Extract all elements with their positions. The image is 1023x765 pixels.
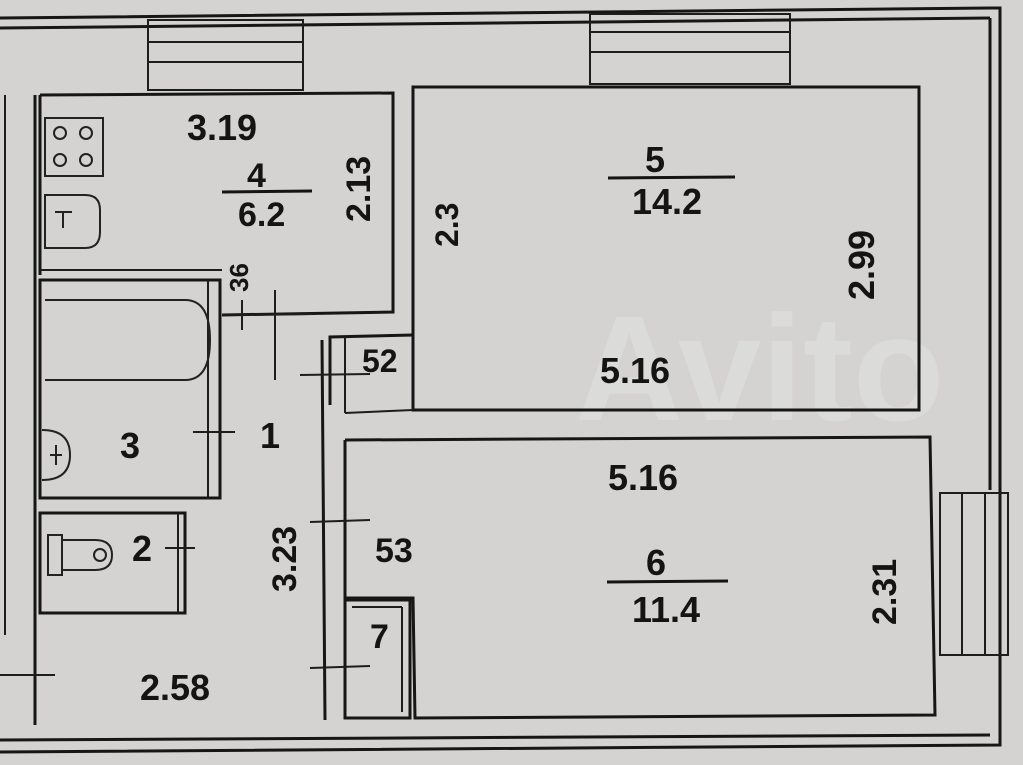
room-1-number: 1 — [260, 415, 280, 456]
room5-depth-right-label: 2.99 — [841, 230, 882, 300]
room-5-area: 14.2 — [632, 181, 702, 222]
room-3-number: 3 — [120, 425, 140, 466]
door-ticks — [0, 290, 371, 676]
room-6-fraction-bar — [606, 579, 729, 584]
kitchen-depth-label: 2.13 — [340, 156, 378, 222]
hall-width-label: 2.58 — [140, 667, 210, 708]
kitchen-sink-icon — [44, 194, 101, 249]
room5-width-label: 5.16 — [600, 350, 670, 391]
room-6 — [343, 435, 937, 720]
room6-width-label: 5.16 — [608, 457, 678, 498]
room-5 — [411, 85, 921, 412]
avito-watermark: Avito — [575, 284, 944, 452]
window-top-left — [147, 19, 304, 91]
corridor-top-wall — [328, 333, 414, 405]
door-53-label: 53 — [375, 532, 413, 570]
kitchen-width-label: 3.19 — [187, 107, 257, 148]
room-5-number: 5 — [645, 139, 665, 180]
stove-icon — [44, 117, 104, 177]
room-6-area: 11.4 — [632, 589, 700, 630]
closet-room-7 — [343, 598, 412, 720]
room-5-fraction-bar — [607, 175, 736, 180]
watermark-text: Avito — [575, 284, 944, 452]
room-4-area: 6.2 — [238, 196, 285, 234]
toilet-icon — [47, 534, 114, 576]
toilet-room-2 — [38, 511, 187, 615]
corridor-left-wall — [320, 339, 327, 721]
window-right — [939, 492, 1009, 656]
bathroom-sink-icon — [41, 429, 72, 481]
room-4-number: 4 — [247, 157, 266, 195]
room-7-number: 7 — [370, 618, 389, 656]
room5-depth-left-label: 2.3 — [429, 203, 465, 247]
bathroom-room-3 — [38, 278, 222, 500]
room-2-number: 2 — [132, 528, 152, 569]
door-52-label: 52 — [362, 343, 398, 379]
outer-walls — [0, 6, 1002, 754]
room-6-number: 6 — [646, 542, 666, 583]
window-top-right — [589, 13, 791, 85]
hall-length-label: 3.23 — [266, 526, 304, 592]
bath-wall-label: 36 — [224, 263, 254, 292]
room5-door-bottom — [344, 409, 414, 414]
room-4-fraction-bar — [221, 189, 313, 194]
labels: 3.19 4 6.2 2.13 36 2.3 5 14.2 2.99 5.16 … — [120, 107, 904, 708]
room6-depth-label: 2.31 — [866, 559, 904, 625]
